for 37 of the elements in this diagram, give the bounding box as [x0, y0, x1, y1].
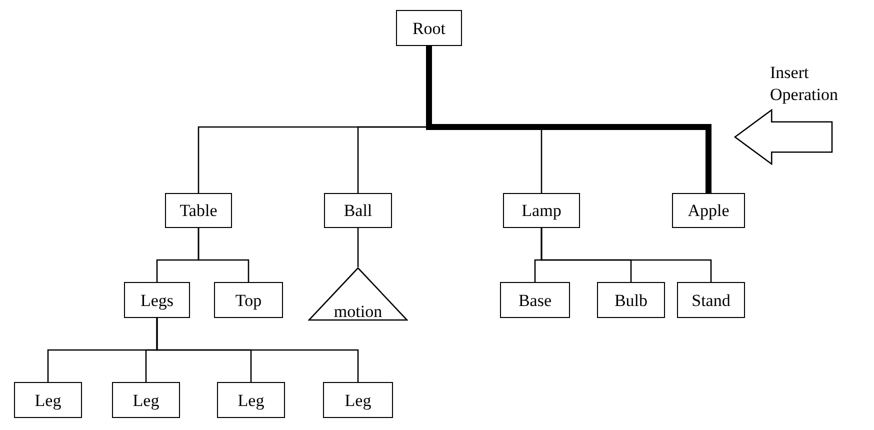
thick-connector: [426, 46, 712, 193]
node-label: motion: [334, 303, 382, 320]
node-label: Leg: [344, 392, 372, 408]
node-label: Stand: [692, 292, 730, 308]
node-box: [165, 193, 232, 228]
node-label: Lamp: [522, 202, 562, 219]
node-box: [396, 10, 462, 46]
node-box: [214, 282, 283, 318]
node-box: [324, 193, 392, 228]
node-label: Base: [518, 292, 552, 308]
node-box: [500, 282, 570, 318]
node-box: [677, 282, 745, 318]
node-label: Legs: [140, 292, 174, 308]
triangle-node: [308, 267, 408, 321]
hollow-arrow: [734, 109, 833, 165]
annotation-text: Insert Operation: [770, 62, 839, 106]
node-label: Leg: [34, 392, 62, 408]
node-label: Table: [180, 202, 218, 219]
node-box: [14, 382, 82, 418]
node-box: [323, 382, 393, 418]
node-label: Top: [235, 292, 262, 308]
node-label: Ball: [344, 202, 372, 219]
connector: [357, 228, 359, 267]
node-box: [217, 382, 285, 418]
connector: [198, 228, 250, 282]
node-label: Leg: [132, 392, 160, 408]
connector: [156, 318, 359, 382]
connector: [540, 228, 712, 282]
node-label: Root: [412, 20, 446, 36]
node-label: Bulb: [614, 292, 648, 308]
node-label: Leg: [238, 392, 264, 408]
node-box: [597, 282, 665, 318]
node-box: [124, 282, 190, 318]
node-box: [503, 193, 580, 228]
node-box: [672, 193, 745, 228]
node-box: [112, 382, 180, 418]
node-label: Apple: [688, 202, 730, 219]
